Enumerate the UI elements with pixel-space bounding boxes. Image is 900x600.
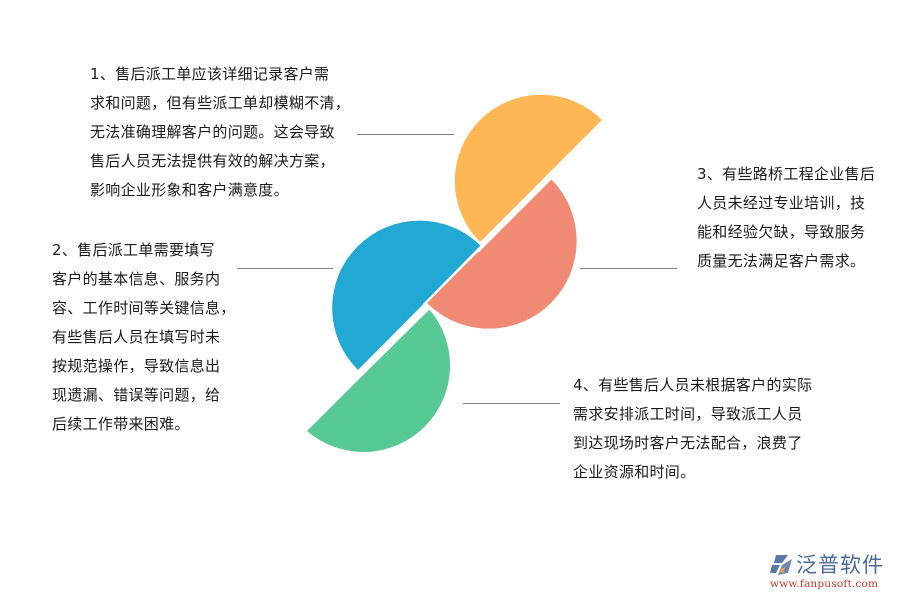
point-4-line: 到达现场时客户无法配合，浪费了 — [573, 434, 803, 452]
point-2-line: 容、工作时间等关键信息， — [52, 299, 236, 317]
point-2-line: 客户的基本信息、服务内 — [52, 270, 221, 288]
orange-semicircle — [454, 94, 602, 242]
fanpu-logo-icon — [770, 555, 792, 575]
point-4-line: 4、有些售后人员未根据客户的实际 — [573, 376, 813, 394]
connector-line-2 — [237, 268, 333, 269]
point-3-text: 3、有些路桥工程企业售后 人员未经过专业培训，技 能和经验欠缺，导致服务 质量无… — [697, 160, 875, 276]
blue-semicircle — [332, 220, 481, 370]
point-4-line: 需求安排派工时间，导致派工人员 — [573, 405, 803, 423]
point-3-line: 质量无法满足客户需求。 — [697, 252, 866, 270]
point-1-text: 1、售后派工单应该详细记录客户需 求和问题，但有些派工单却模糊不清， 无法准确理… — [90, 60, 350, 205]
point-1-line: 无法准确理解客户的问题。这会导致 — [90, 123, 335, 141]
connector-line-1 — [357, 134, 454, 135]
point-4-line: 企业资源和时间。 — [573, 463, 696, 481]
point-2-line: 现遗漏、错误等问题，给 — [52, 386, 221, 404]
point-1-line: 求和问题，但有些派工单却模糊不清， — [90, 94, 351, 112]
separator-line — [355, 306, 432, 382]
connector-line-4 — [463, 403, 560, 404]
separator-line — [477, 176, 554, 253]
salmon-semicircle — [427, 179, 577, 329]
point-4-text: 4、有些售后人员未根据客户的实际 需求安排派工时间，导致派工人员 到达现场时客户… — [573, 371, 812, 487]
connector-line-3 — [580, 268, 677, 269]
logo-name: 泛普软件 — [796, 553, 884, 577]
fanpu-logo: 泛普软件 www.fanpusoft.com — [768, 551, 896, 593]
point-1-line: 影响企业形象和客户满意度。 — [90, 181, 289, 199]
separator-line — [422, 243, 484, 306]
point-3-line: 人员未经过专业培训，技 — [697, 194, 866, 212]
point-2-line: 有些售后人员在填写时未 — [52, 328, 221, 346]
point-1-line: 1、售后派工单应该详细记录客户需 — [90, 65, 330, 83]
point-3-line: 能和经验欠缺，导致服务 — [697, 223, 866, 241]
point-3-line: 3、有些路桥工程企业售后 — [697, 165, 876, 183]
logo-url: www.fanpusoft.com — [770, 578, 879, 590]
point-2-text: 2、售后派工单需要填写 客户的基本信息、服务内 容、工作时间等关键信息， 有些售… — [52, 236, 236, 439]
point-2-line: 2、售后派工单需要填写 — [52, 241, 215, 259]
point-2-line: 后续工作带来困难。 — [52, 415, 190, 433]
point-1-line: 售后人员无法提供有效的解决方案， — [90, 152, 335, 170]
point-2-line: 按规范操作，导致信息出 — [52, 357, 221, 375]
green-semicircle — [307, 309, 451, 453]
